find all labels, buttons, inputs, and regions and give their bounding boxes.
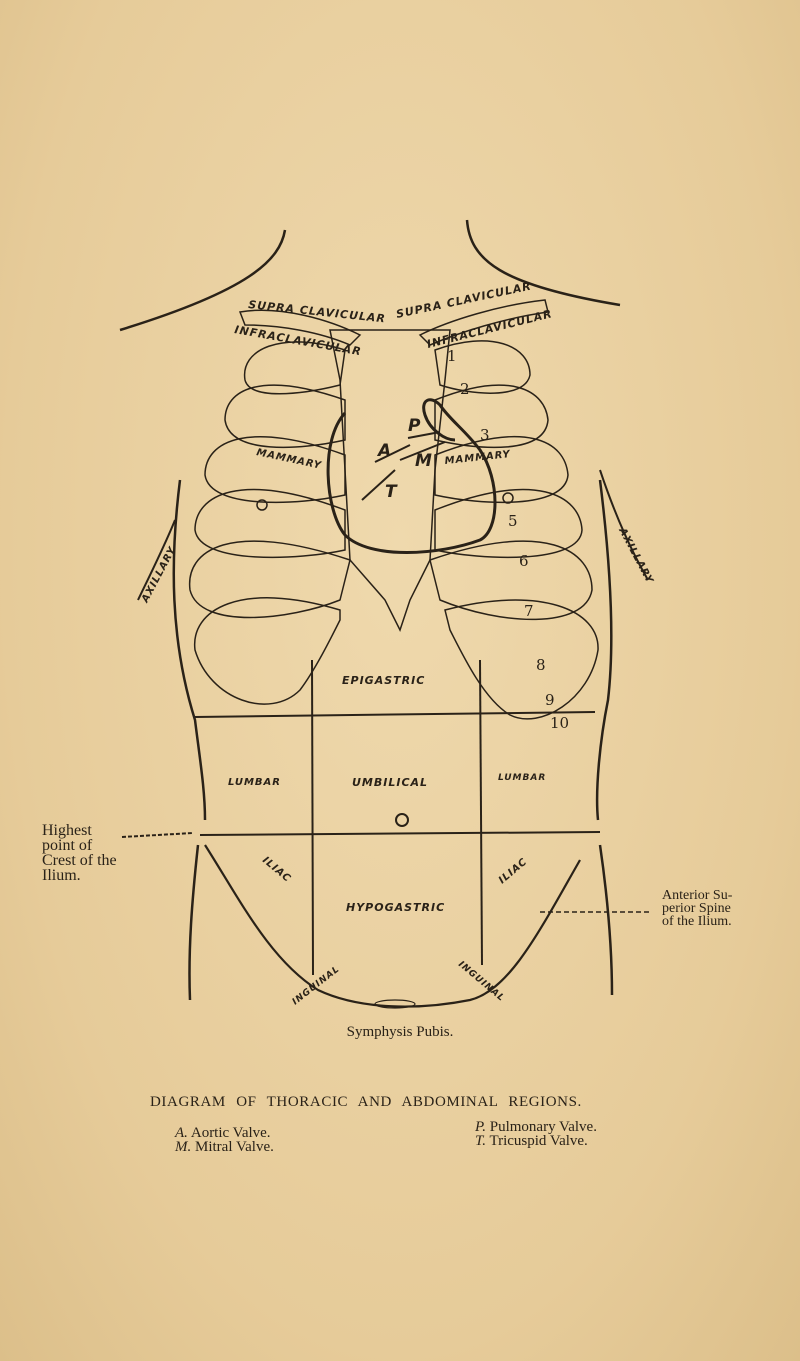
label-supra-clavicular-left: SUPRA CLAVICULAR: [248, 298, 387, 325]
svg-text:10: 10: [550, 714, 569, 732]
clavicles: [238, 299, 549, 346]
legend-item-pulmonary: P. Pulmonary Valve.: [475, 1119, 597, 1135]
svg-text:2: 2: [460, 380, 470, 398]
symphysis-marker: [374, 999, 416, 1009]
rib-numbers: 1 2 3 5 6 7 8 9 10: [447, 347, 569, 732]
valve-t-marker: T: [385, 482, 398, 502]
umbilicus-marker: [395, 813, 409, 827]
svg-text:5: 5: [508, 512, 518, 530]
label-lumbar-left: LUMBAR: [228, 777, 281, 788]
label-hypogastric: HYPOGASTRIC: [346, 901, 445, 914]
svg-text:9: 9: [545, 691, 555, 709]
ribs-right: [429, 340, 599, 720]
label-inguinal-left: INGUINAL: [291, 964, 342, 1007]
svg-text:8: 8: [536, 656, 546, 674]
valve-markers: A P M T: [361, 416, 446, 502]
label-axillary-right: AXILLARY: [616, 525, 655, 586]
svg-text:3: 3: [480, 426, 490, 444]
legend-item-aortic: A. Aortic Valve.: [175, 1125, 271, 1141]
left-nipple-marker: [256, 499, 268, 511]
legend-item-tricuspid: T. Tricuspid Valve.: [475, 1133, 588, 1149]
highest-point-leader: [121, 832, 194, 838]
valve-a-marker: A: [376, 441, 392, 461]
label-iliac-right: ILIAC: [497, 856, 530, 886]
label-umbilical: UMBILICAL: [352, 776, 428, 789]
legend-item-mitral: M. Mitral Valve.: [175, 1139, 274, 1155]
abdominal-region-grid: [194, 659, 601, 976]
symphysis-pubis-label: Symphysis Pubis.: [346, 1024, 454, 1040]
torso-outline: [137, 469, 649, 1001]
label-lumbar-right: LUMBAR: [498, 773, 546, 783]
label-supra-clavicular-right: SUPRA CLAVICULAR: [395, 279, 533, 320]
label-infraclavicular-left: INFRACLAVICULAR: [233, 323, 362, 358]
label-epigastric: EPIGASTRIC: [342, 674, 425, 687]
right-nipple-marker: [502, 492, 514, 504]
svg-text:1: 1: [447, 347, 457, 365]
heart-outline: [326, 398, 497, 554]
highest-point-annotation: Highest point of Crest of the Ilium.: [42, 822, 117, 884]
svg-text:6: 6: [519, 552, 529, 570]
sternum: [329, 329, 451, 632]
valve-p-marker: P: [408, 416, 421, 436]
label-mammary-right: MAMMARY: [444, 449, 512, 467]
valve-m-marker: M: [415, 451, 433, 471]
label-mammary-left: MAMMARY: [255, 447, 323, 472]
neck-shoulder-outline: [119, 219, 621, 332]
svg-text:7: 7: [524, 602, 534, 620]
figure-title: DIAGRAM OF THORACIC AND ABDOMINAL REGION…: [150, 1094, 582, 1110]
inguinal-ligament: [204, 844, 581, 1008]
label-infraclavicular-right: INFRACLAVICULAR: [426, 307, 554, 351]
anterior-superior-spine-annotation: Anterior Su- perior Spine of the Ilium.: [662, 888, 733, 929]
label-iliac-left: ILIAC: [260, 855, 293, 885]
ribs-left: [188, 341, 351, 705]
